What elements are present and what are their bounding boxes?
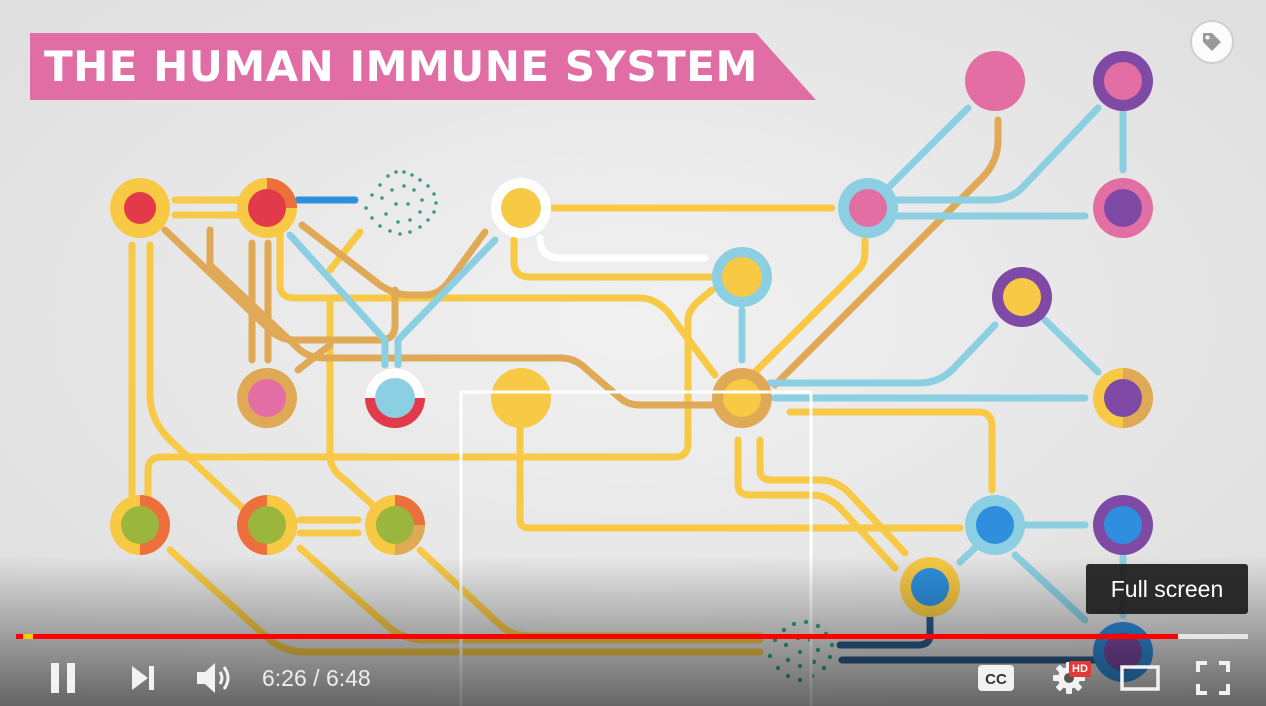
node-blue-lightblue bbox=[965, 495, 1025, 555]
tag-icon bbox=[1203, 33, 1221, 51]
progress-played bbox=[16, 634, 1178, 639]
node-purple-pink bbox=[1093, 51, 1153, 111]
node-yellow-blue bbox=[900, 557, 960, 617]
node-yellow-purple bbox=[1093, 368, 1153, 428]
node-white-yellow bbox=[491, 178, 551, 238]
product-tag-button[interactable] bbox=[1190, 20, 1234, 64]
subtitles-button[interactable]: CC bbox=[972, 655, 1020, 701]
network-nodes bbox=[110, 51, 1153, 682]
node-white-red-blue bbox=[365, 368, 425, 428]
node-green-3 bbox=[365, 495, 425, 555]
settings-button[interactable] bbox=[1044, 655, 1094, 701]
dot-cluster-top bbox=[364, 170, 438, 236]
fullscreen-button[interactable] bbox=[1188, 655, 1238, 701]
skip-next-icon bbox=[132, 666, 154, 690]
fullscreen-icon bbox=[1196, 661, 1230, 695]
theater-mode-icon bbox=[1120, 665, 1160, 691]
node-blue-yellow-top bbox=[712, 247, 772, 307]
node-pink-solid bbox=[965, 51, 1025, 111]
node-purple-blue bbox=[1093, 495, 1153, 555]
node-green-2 bbox=[237, 495, 297, 555]
fullscreen-tooltip: Full screen bbox=[1086, 564, 1248, 614]
video-title: THE HUMAN IMMUNE SYSTEM bbox=[44, 42, 758, 91]
title-banner-shape bbox=[30, 33, 816, 100]
node-tan-pink bbox=[237, 368, 297, 428]
volume-icon bbox=[197, 663, 230, 693]
mute-button[interactable] bbox=[188, 655, 240, 701]
time-display: 6:26 / 6:48 bbox=[262, 662, 371, 694]
progress-bar[interactable] bbox=[16, 632, 1248, 640]
progress-ad-marker bbox=[23, 634, 34, 639]
settings-gear-icon bbox=[1053, 662, 1085, 694]
pause-icon bbox=[51, 663, 75, 693]
node-blue-pink bbox=[838, 178, 898, 238]
time-current: 6:26 bbox=[262, 665, 307, 691]
node-red-yellow bbox=[110, 178, 170, 238]
hd-badge: HD bbox=[1069, 661, 1091, 677]
highlight-frame bbox=[459, 390, 813, 706]
time-separator: / bbox=[306, 665, 326, 691]
next-button[interactable] bbox=[118, 655, 168, 701]
cc-icon: CC bbox=[978, 665, 1014, 691]
theater-mode-button[interactable] bbox=[1114, 655, 1166, 701]
node-hub bbox=[712, 368, 772, 428]
time-total: 6:48 bbox=[325, 665, 371, 691]
node-yellow-solid bbox=[491, 368, 551, 428]
node-purple-yellow bbox=[992, 267, 1052, 327]
node-red-orange bbox=[237, 178, 297, 238]
cc-label: CC bbox=[985, 671, 1007, 688]
node-green-1 bbox=[110, 495, 170, 555]
pause-button[interactable] bbox=[38, 655, 88, 701]
node-pink-purple bbox=[1093, 178, 1153, 238]
